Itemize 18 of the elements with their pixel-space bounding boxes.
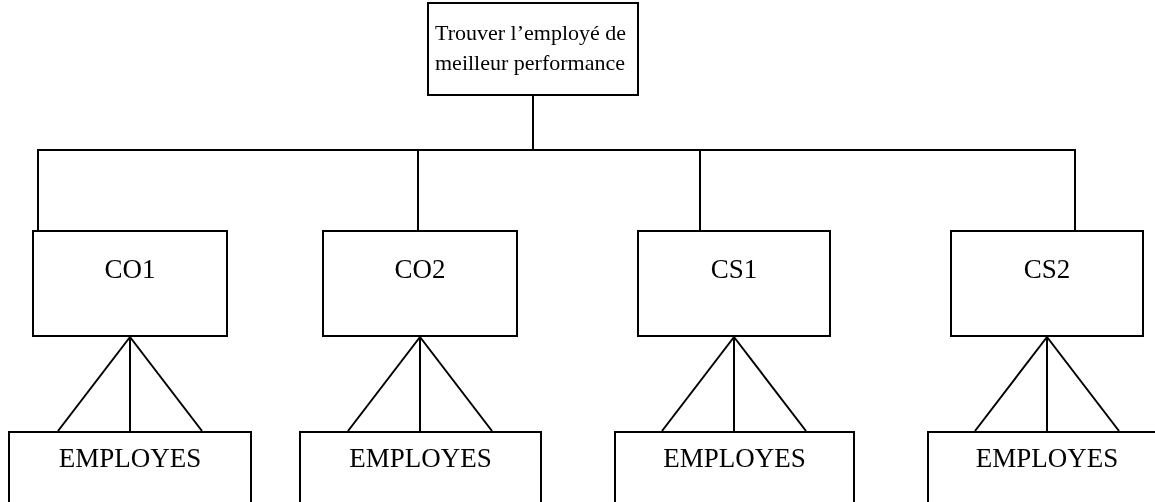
box-label: EMPLOYES — [57, 443, 203, 474]
box-label: Trouver l’employé de meilleur performance — [435, 19, 628, 77]
box-label: CS1 — [709, 254, 759, 285]
process-box — [32, 230, 228, 337]
process-box — [299, 431, 542, 502]
process-box — [322, 230, 518, 337]
box-label: EMPLOYES — [974, 443, 1120, 474]
process-box — [614, 431, 855, 502]
box-label: CS2 — [1022, 254, 1072, 285]
box-label: EMPLOYES — [348, 443, 493, 474]
box-label: CO1 — [103, 254, 157, 285]
process-box — [427, 2, 639, 96]
box-label: CO2 — [393, 254, 447, 285]
box-label: EMPLOYES — [662, 443, 807, 474]
process-box — [637, 230, 831, 337]
process-box — [927, 431, 1155, 502]
process-box — [950, 230, 1144, 337]
process-box — [8, 431, 252, 502]
